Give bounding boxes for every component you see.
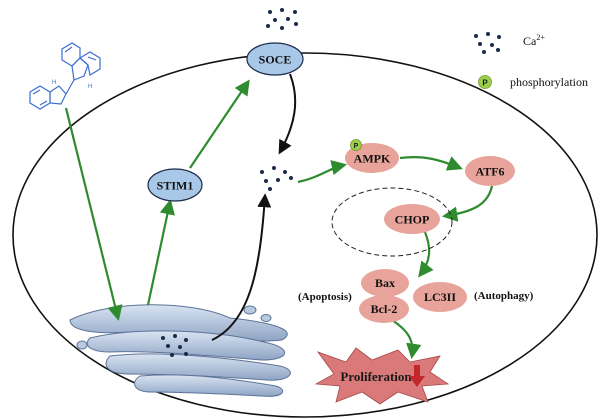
chop-node[interactable] <box>384 204 440 234</box>
soce-label: SOCE <box>259 53 292 67</box>
arrow-atf6-to-chop <box>441 185 494 222</box>
cell-membrane <box>12 52 598 418</box>
proliferation-burst <box>314 347 450 405</box>
arrow-stim1-to-soce <box>189 79 250 169</box>
autophagy-label: (Autophagy) <box>474 290 534 302</box>
lc3-node[interactable] <box>413 282 467 312</box>
calcium-cluster-er <box>161 334 188 357</box>
bcl2-label: Bcl-2 <box>371 302 398 316</box>
atf6-node[interactable] <box>465 156 515 186</box>
decrease-arrow-icon <box>409 365 425 387</box>
green-arrows <box>64 79 494 360</box>
bcl2-node[interactable] <box>359 295 409 323</box>
stim1-label: STIM1 <box>157 179 194 193</box>
arrow-er-to-calcium <box>211 193 272 341</box>
ampk-phospho-letter: P <box>354 143 359 150</box>
arrow-soce-to-calcium <box>278 73 297 155</box>
ampk-label: AMPK <box>354 152 391 166</box>
soce-node[interactable] <box>246 42 304 76</box>
arrow-bcl2-to-proliferation <box>391 319 422 360</box>
stim1-node[interactable] <box>147 168 203 202</box>
ampk-phospho-icon <box>350 139 362 151</box>
arrow-calcium-to-ampk <box>297 160 348 184</box>
legend-calcium-label: Ca2+ <box>523 33 545 48</box>
calcium-cluster-cytosol <box>260 166 293 191</box>
atf6-label: ATF6 <box>475 165 504 179</box>
legend-calcium-icon <box>474 32 501 54</box>
bax-label: Bax <box>375 276 395 290</box>
arrow-ampk-to-atf6 <box>399 156 463 171</box>
legend-calcium-superscript: 2+ <box>536 33 545 42</box>
calcium-cluster-extracellular <box>266 8 298 30</box>
nh-right-label: H <box>88 84 92 90</box>
chop-label: CHOP <box>395 213 430 227</box>
lc3-label: LC3II <box>424 290 456 304</box>
compound-structure-icon <box>29 42 101 110</box>
arrow-compound-to-er <box>64 107 123 321</box>
phosphorylation-icon-letter: P <box>482 79 488 88</box>
black-arrows <box>211 73 297 341</box>
legend-phosphorylation-label: phosphorylation <box>510 75 588 89</box>
apoptosis-label: (Apoptosis) <box>298 291 352 303</box>
endoplasmic-reticulum <box>69 304 291 397</box>
bax-node[interactable] <box>361 269 409 297</box>
phosphorylation-icon <box>478 75 492 89</box>
arrow-chop-to-bax <box>418 231 434 278</box>
nucleus-outline <box>331 187 453 257</box>
nh-left-label: H <box>52 80 56 86</box>
ampk-node[interactable] <box>345 143 399 173</box>
proliferation-label: Proliferation <box>340 369 412 384</box>
arrow-er-to-stim1 <box>146 198 175 306</box>
